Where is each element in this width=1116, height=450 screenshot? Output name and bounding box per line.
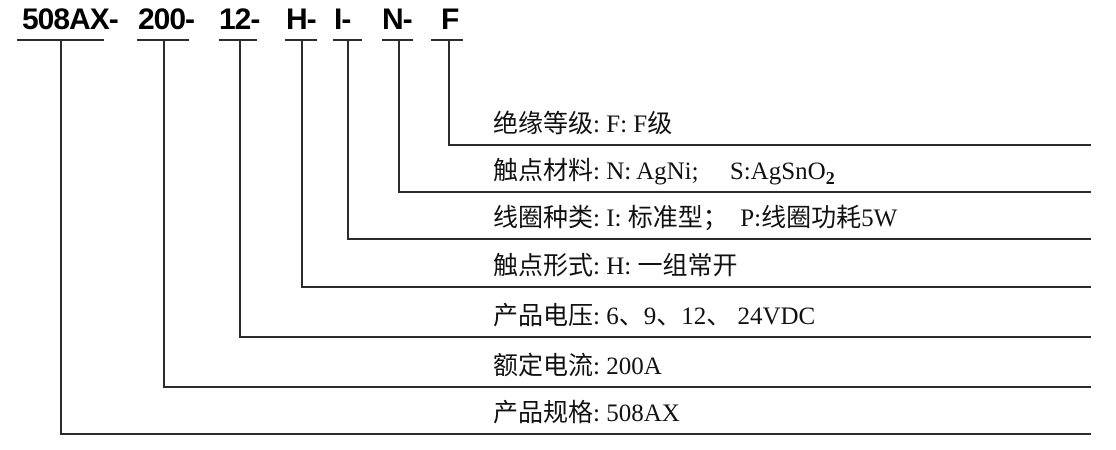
code-segment-coil-type: I- <box>334 3 351 36</box>
row-line-current <box>163 386 1091 388</box>
row-label-current: 额定电流: 200A <box>493 352 662 382</box>
code-segment-current: 200- <box>138 3 195 36</box>
code-segment-insulation-class: F <box>441 3 459 36</box>
segment-underline-7 <box>431 39 463 41</box>
row-label-coil-type: 线圈种类: I: 标准型； P:线圈功耗5W <box>493 204 897 234</box>
segment-underline-6 <box>382 39 413 41</box>
row-line-contact-material <box>398 191 1091 193</box>
row-line-voltage <box>239 336 1091 338</box>
row-label-text: 产品规格: 508AX <box>493 400 680 427</box>
code-segment-voltage: 12- <box>219 3 260 36</box>
row-line-contact-form <box>301 286 1091 288</box>
row-label-text: 额定电流: 200A <box>493 353 662 380</box>
code-segment-series: 508AX- <box>22 3 119 36</box>
row-line-series <box>60 433 1091 435</box>
row-label-series: 产品规格: 508AX <box>493 399 680 429</box>
segment-underline-3 <box>219 39 257 41</box>
connector-vline-voltage <box>239 39 241 338</box>
connector-vline-current <box>163 39 165 388</box>
row-line-coil-type <box>347 238 1091 240</box>
row-label-text: 触点材料: N: AgNi; S:AgSnO <box>493 158 826 185</box>
row-label-text: 产品电压: 6、9、12、 24VDC <box>493 303 816 330</box>
row-label-text: 触点形式: H: 一组常开 <box>493 253 738 280</box>
row-label-voltage: 产品电压: 6、9、12、 24VDC <box>493 302 815 332</box>
connector-vline-series <box>60 39 62 435</box>
row-line-insulation-class <box>448 144 1091 146</box>
row-label-contact-material: 触点材料: N: AgNi; S:AgSnO2 <box>493 157 835 193</box>
code-segment-contact-material: N- <box>382 3 413 36</box>
subscript-text: 2 <box>825 168 835 188</box>
row-label-text: 绝缘等级: F: F级 <box>493 111 673 138</box>
row-label-text: 线圈种类: I: 标准型； P:线圈功耗5W <box>493 205 898 232</box>
connector-vline-coil-type <box>347 39 349 240</box>
connector-vline-contact-material <box>398 39 400 193</box>
connector-vline-insulation-class <box>448 39 450 146</box>
connector-vline-contact-form <box>301 39 303 288</box>
row-label-insulation-class: 绝缘等级: F: F级 <box>493 110 672 140</box>
code-segment-contact-form: H- <box>286 3 317 36</box>
row-label-contact-form: 触点形式: H: 一组常开 <box>493 252 737 282</box>
